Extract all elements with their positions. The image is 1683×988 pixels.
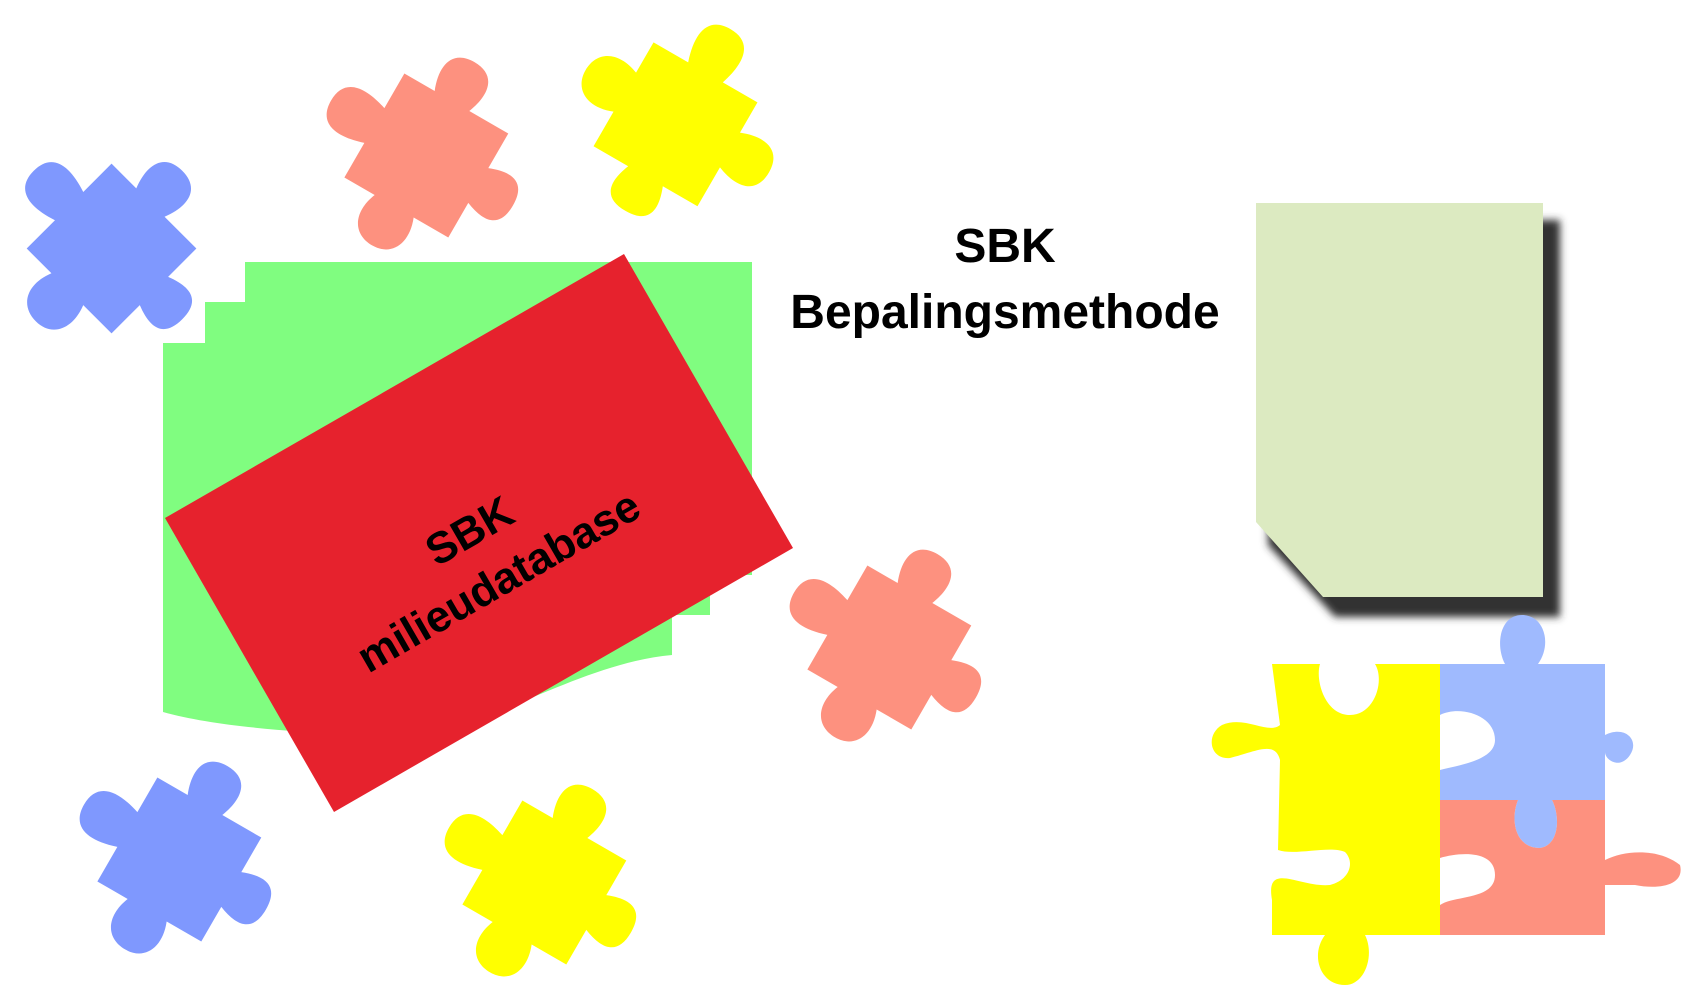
puzzle-piece-icon [534,0,822,264]
method-label: SBK Bepalingsmethode [790,220,1219,339]
puzzle-piece-icon [396,736,684,988]
note-icon [1256,203,1560,617]
note-paper [1256,203,1543,597]
puzzle-piece-icon [1440,615,1634,848]
red-card-shape [165,254,793,812]
puzzle-piece-icon [1440,800,1681,935]
method-title: SBK [954,220,1056,273]
method-subtitle: Bepalingsmethode [790,286,1219,339]
assembled-puzzle [1211,615,1681,985]
puzzle-piece-icon [1211,664,1440,985]
puzzle-piece-icon [31,713,319,988]
red-card: SBK milieudatabase [165,254,793,812]
puzzle-piece-icon [278,9,566,297]
